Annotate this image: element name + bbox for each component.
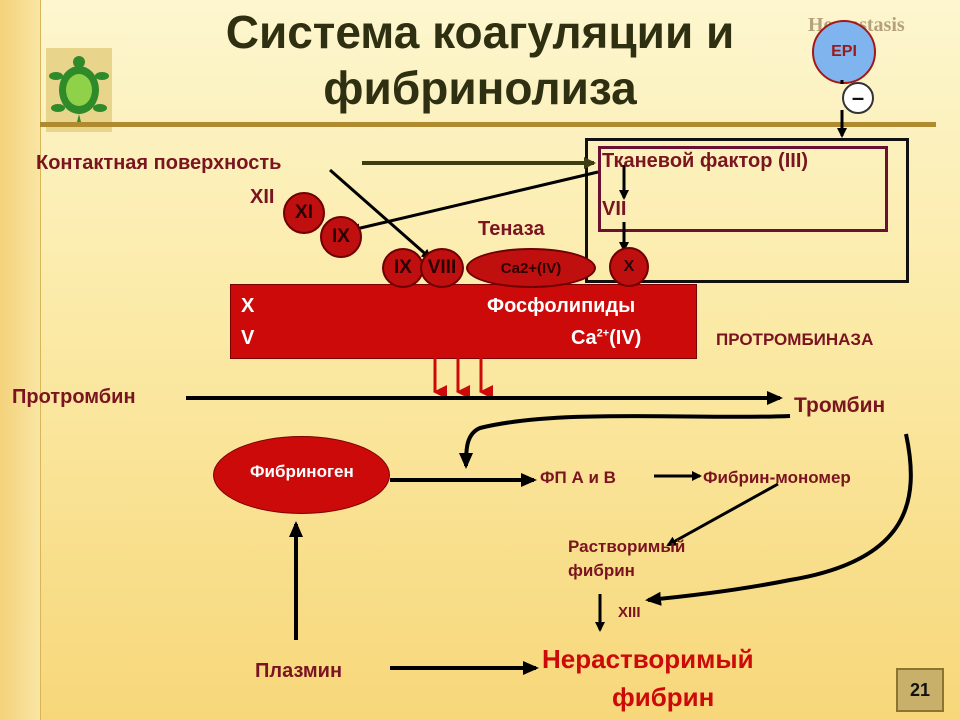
insoluble-fibrin-line-1: Нерастворимый	[542, 644, 754, 674]
title-line-2: фибринолиза	[323, 62, 637, 114]
fibrinogen-ellipse	[213, 436, 390, 514]
fibrin-monomer-label: Фибрин-мономер	[703, 468, 851, 487]
factor-x-circle: X	[609, 247, 649, 287]
arrow-tf-to-ix	[350, 170, 599, 234]
calcium-suffix: (IV)	[609, 327, 642, 349]
inhibition-minus-icon: –	[842, 82, 874, 114]
factor-xi: XI	[295, 202, 313, 223]
tissue-factor-inner-box	[598, 146, 888, 232]
phospholipids-label: Фосфолипиды	[487, 295, 636, 317]
arrow-monomer-to-soluble	[666, 482, 779, 547]
arrow-thrombin-to-fibrinogen	[459, 414, 791, 469]
factor-v-pl: V	[241, 327, 255, 349]
fp-ab-label: ФП А и В	[540, 468, 616, 487]
thrombin-label: Тромбин	[794, 394, 886, 417]
factor-x: X	[623, 258, 635, 275]
arrow-thrombin-to-xiii	[645, 433, 913, 606]
calcium-label: Ca2+(IV)	[571, 327, 641, 350]
factor-ix-upper-circle: IX	[320, 216, 362, 258]
prothrombin-label: Протромбин	[12, 386, 136, 408]
factor-ix-lower-circle: IX	[382, 248, 424, 288]
contact-surface-label: Контактная поверхность	[36, 152, 282, 174]
factor-ix-upper: IX	[332, 226, 350, 247]
insoluble-fibrin-line-2: фибрин	[612, 682, 715, 712]
factor-x-pl: X	[241, 295, 255, 317]
calcium-tenase: Ca2+(IV)	[500, 259, 562, 277]
epi-label: EPI	[831, 43, 857, 60]
plasmin-label: Плазмин	[255, 660, 343, 682]
page-number: 21	[896, 668, 944, 712]
soluble-fibrin-line-1: Растворимый	[568, 537, 686, 556]
page-title: Система коагуляции и фибринолиза	[170, 4, 790, 116]
factor-viii: VIII	[427, 257, 457, 278]
factor-xiii-label: XIII	[618, 604, 641, 621]
fibrinogen-label: Фибриноген	[250, 462, 354, 481]
calcium-tenase-ellipse: Ca2+(IV)	[466, 248, 596, 288]
factor-xii: XII	[250, 186, 275, 208]
tenase-label: Теназа	[478, 218, 545, 240]
tissue-factor-outer-box	[585, 138, 909, 283]
calcium-base: Ca	[571, 327, 597, 349]
epi-circle: EPI	[812, 20, 876, 84]
factor-vii: VII	[602, 198, 627, 220]
factor-viii-circle: VIII	[420, 248, 464, 288]
factor-xi-circle: XI	[283, 192, 325, 234]
turtle-logo-icon	[46, 48, 112, 132]
arrow-contact-to-ix	[329, 168, 432, 260]
title-divider	[40, 122, 936, 127]
prothrombinase-label: ПРОТРОМБИНАЗА	[716, 330, 874, 349]
left-decor-line	[40, 0, 41, 720]
calcium-sup: 2+	[596, 327, 610, 340]
soluble-fibrin-line-2: фибрин	[568, 561, 635, 580]
tissue-factor-label: Тканевой фактор (III)	[602, 150, 809, 172]
factor-ix-lower: IX	[394, 257, 412, 278]
phospholipid-box: X V Фосфолипиды Ca2+(IV)	[230, 284, 697, 359]
left-decor-bar	[0, 0, 40, 720]
title-line-1: Система коагуляции и	[225, 6, 735, 58]
